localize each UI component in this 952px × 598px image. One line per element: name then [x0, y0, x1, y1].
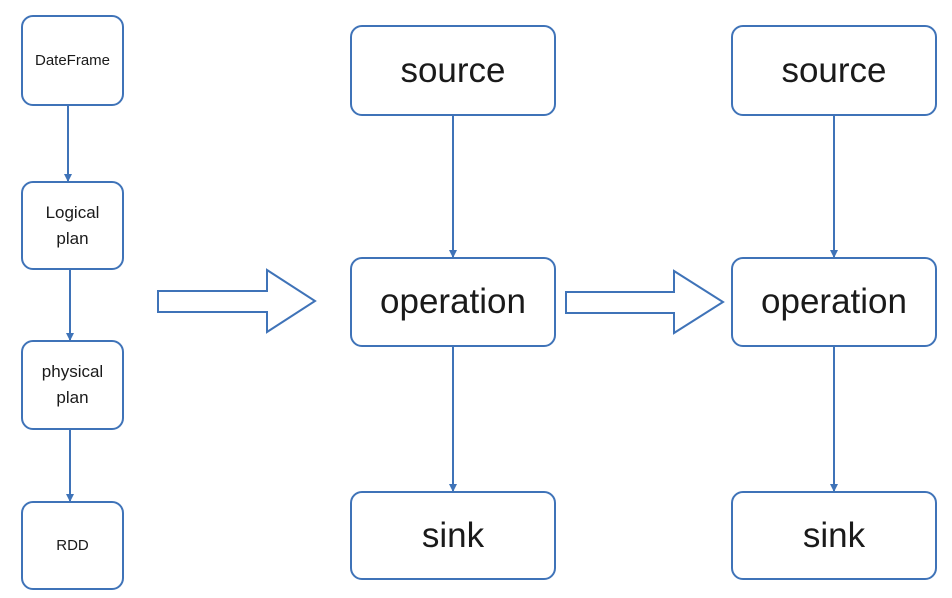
transition-arrow-2 [565, 269, 725, 335]
node-operation-2: operation [731, 257, 937, 347]
node-sink-1: sink [350, 491, 556, 580]
node-dateframe: DateFrame [21, 15, 124, 106]
node-rdd-label: RDD [56, 536, 89, 554]
node-logical-plan-label: Logical plan [45, 202, 100, 248]
node-operation-1: operation [350, 257, 556, 347]
node-physical-plan: physical plan [21, 340, 124, 430]
node-source-2: source [731, 25, 937, 116]
node-dateframe-label: DateFrame [34, 51, 111, 69]
node-operation-2-label: operation [761, 282, 907, 321]
node-logical-plan: Logical plan [21, 181, 124, 270]
node-sink-2-label: sink [802, 515, 866, 555]
node-rdd: RDD [21, 501, 124, 590]
node-source-1-label: source [400, 50, 506, 90]
node-sink-1-label: sink [421, 515, 485, 555]
node-operation-1-label: operation [380, 282, 526, 321]
transition-arrow-1 [157, 268, 317, 334]
node-sink-2: sink [731, 491, 937, 580]
node-physical-plan-label: physical plan [41, 362, 104, 407]
node-source-1: source [350, 25, 556, 116]
node-source-2-label: source [781, 50, 887, 90]
